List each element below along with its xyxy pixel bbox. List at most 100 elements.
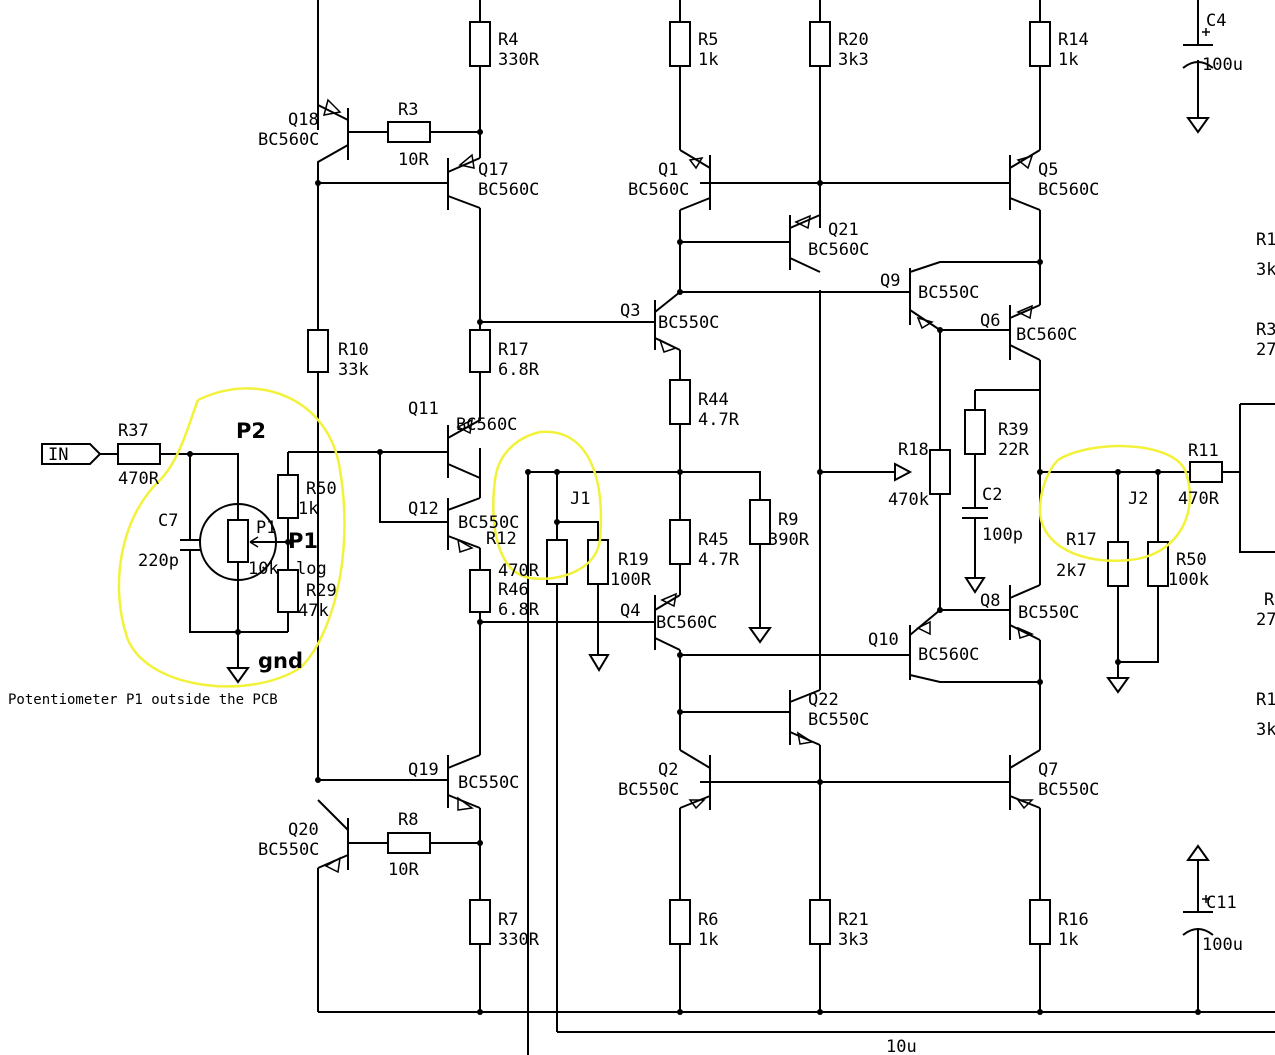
label-r19: R19 bbox=[618, 550, 649, 570]
label-q3: Q3 bbox=[620, 301, 640, 321]
r14-body bbox=[1029, 21, 1051, 67]
r11-body bbox=[1189, 461, 1223, 483]
label-r12: R12 bbox=[486, 529, 517, 549]
label-q8t: BC550C bbox=[1018, 603, 1079, 623]
label-r20: R20 bbox=[838, 30, 869, 50]
ground-icon bbox=[588, 654, 610, 672]
edge-label-4: R1 bbox=[1256, 690, 1275, 710]
label-q6t: BC560C bbox=[1016, 325, 1077, 345]
label-r7v: 330R bbox=[498, 930, 540, 950]
ground-icon bbox=[226, 667, 250, 684]
label-r19v: 100R bbox=[610, 570, 652, 590]
label-q10t: BC560C bbox=[918, 645, 979, 665]
junctions bbox=[187, 129, 1201, 1015]
r4-body bbox=[469, 21, 491, 67]
label-c11v: 100u bbox=[1202, 935, 1243, 955]
r12-body bbox=[546, 539, 568, 585]
label-c11: C11 bbox=[1206, 893, 1237, 913]
label-q2t: BC550C bbox=[618, 780, 679, 800]
label-q1t: BC560C bbox=[628, 180, 689, 200]
label-r4v: 330R bbox=[498, 50, 540, 70]
r6-body bbox=[669, 899, 691, 945]
ground-icon bbox=[1186, 117, 1210, 134]
label-r21v: 3k3 bbox=[838, 930, 869, 950]
label-r37: R37 bbox=[118, 421, 149, 441]
label-p1v: 10k bbox=[248, 559, 279, 579]
label-q3t: BC550C bbox=[658, 313, 719, 333]
label-q18t: BC560C bbox=[258, 130, 319, 150]
capacitors bbox=[180, 28, 1214, 936]
r20-body bbox=[809, 21, 831, 67]
r37-body bbox=[117, 443, 161, 465]
r17a-body bbox=[469, 329, 491, 373]
label-r29v: 47k bbox=[298, 601, 329, 621]
label-q20t: BC550C bbox=[258, 840, 319, 860]
wires bbox=[100, 0, 1275, 1055]
label-r18: R18 bbox=[898, 440, 929, 460]
label-j1: J1 bbox=[570, 489, 590, 509]
label-r8: R8 bbox=[398, 810, 418, 830]
pot-circle bbox=[199, 503, 277, 581]
label-c7v: 220p bbox=[138, 551, 179, 571]
label-q19t: BC550C bbox=[458, 773, 519, 793]
r16-body bbox=[1029, 899, 1051, 945]
label-p1-log: log bbox=[296, 559, 327, 579]
label-r21: R21 bbox=[838, 910, 869, 930]
label-p2: P2 bbox=[236, 419, 266, 443]
label-10u: 10u bbox=[886, 1037, 917, 1055]
label-r11: R11 bbox=[1188, 441, 1219, 461]
edge-label-1: R1 bbox=[1256, 230, 1275, 250]
label-r9: R9 bbox=[778, 510, 798, 530]
label-r50av: 1k bbox=[298, 499, 318, 519]
label-r3: R3 bbox=[398, 100, 418, 120]
label-q8: Q8 bbox=[980, 591, 1000, 611]
r17b-body bbox=[1107, 541, 1129, 587]
label-r12v: 470R bbox=[498, 561, 540, 581]
label-c4: C4 bbox=[1206, 11, 1226, 31]
label-q4: Q4 bbox=[620, 601, 640, 621]
highlight-p1 bbox=[117, 387, 346, 688]
ground-icon bbox=[748, 627, 772, 644]
label-q12t: BC550C bbox=[458, 513, 519, 533]
label-r16v: 1k bbox=[1058, 930, 1078, 950]
r21-body bbox=[809, 899, 831, 945]
label-q5t: BC560C bbox=[1038, 180, 1099, 200]
label-q9: Q9 bbox=[880, 271, 900, 291]
pot-body bbox=[227, 519, 249, 563]
labels: IN R37 470R C7 220p P2 P1 P1 10k log R50… bbox=[8, 11, 1275, 1055]
label-q21t: BC560C bbox=[808, 240, 869, 260]
r50a-body bbox=[277, 474, 299, 519]
supply-icon bbox=[1186, 844, 1210, 861]
edge-label-3: R bbox=[1264, 590, 1275, 610]
label-r39: R39 bbox=[998, 420, 1029, 440]
r3-body bbox=[387, 121, 431, 143]
ground-symbols bbox=[226, 117, 1210, 861]
label-r46v: 6.8R bbox=[498, 600, 540, 620]
transistors bbox=[322, 98, 1041, 874]
edge-label-1v: 3k bbox=[1256, 260, 1275, 280]
label-r18v: 470k bbox=[888, 490, 929, 510]
r45-body bbox=[669, 519, 691, 565]
label-r17av: 6.8R bbox=[498, 360, 540, 380]
r7-body bbox=[469, 899, 491, 945]
label-q17: Q17 bbox=[478, 160, 509, 180]
input-port bbox=[41, 443, 102, 465]
r39-body bbox=[964, 409, 986, 455]
label-r5v: 1k bbox=[698, 50, 718, 70]
label-gnd: gnd bbox=[258, 649, 303, 673]
label-q4t: BC560C bbox=[656, 613, 717, 633]
r18-body bbox=[929, 449, 951, 495]
label-q12: Q12 bbox=[408, 499, 439, 519]
label-r17a: R17 bbox=[498, 340, 529, 360]
label-r39v: 22R bbox=[998, 440, 1029, 460]
label-r3v: 10R bbox=[398, 150, 429, 170]
label-r7: R7 bbox=[498, 910, 518, 930]
label-r6v: 1k bbox=[698, 930, 718, 950]
label-q2: Q2 bbox=[658, 760, 678, 780]
r10-body bbox=[307, 329, 329, 373]
label-q10: Q10 bbox=[868, 630, 899, 650]
edge-label-2: R3 bbox=[1256, 320, 1275, 340]
label-r44: R44 bbox=[698, 390, 729, 410]
ground-icon bbox=[964, 577, 986, 594]
